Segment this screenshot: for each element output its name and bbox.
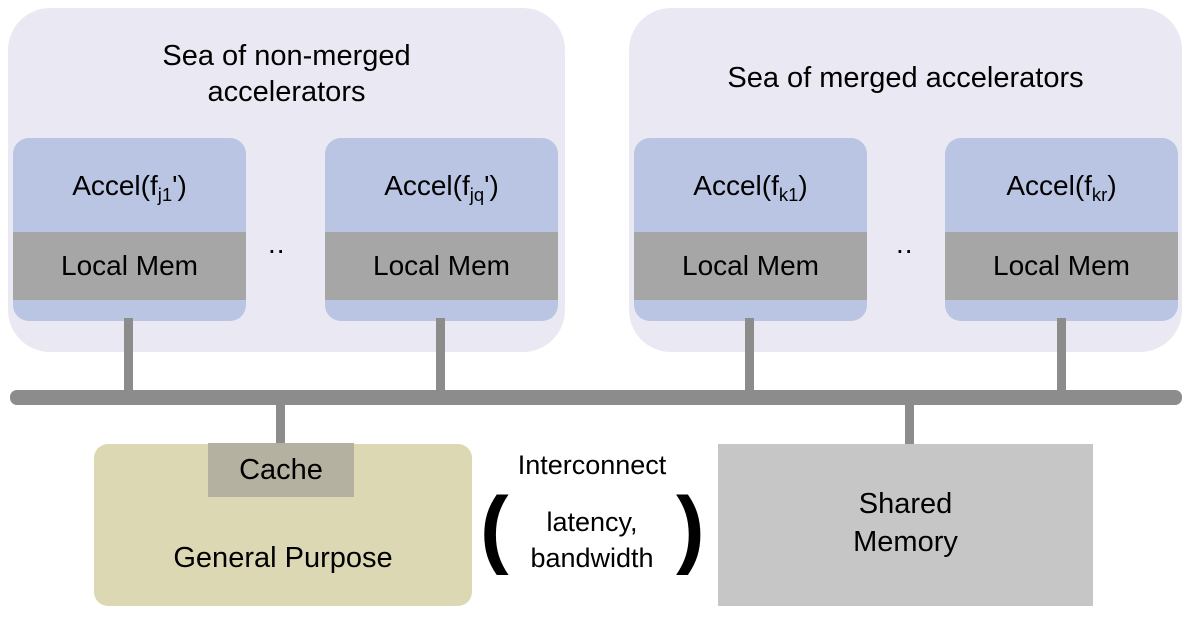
gpp-line1: General Purpose [173, 542, 393, 575]
accel-card-k1[interactable]: Accel(fk1) Local Mem [634, 138, 867, 321]
local-mem-label: Local Mem [373, 250, 510, 281]
accel-card-k1-label: Accel(fk1) [634, 170, 867, 204]
connector-accel-jq-to-bus [436, 318, 445, 396]
connector-accel-kr-to-bus [1057, 318, 1066, 396]
accel-label-suffix: ) [1107, 170, 1117, 201]
local-mem-band-kr: Local Mem [945, 232, 1178, 300]
interconnect-close-paren: ) [676, 480, 705, 576]
accel-card-kr[interactable]: Accel(fkr) Local Mem [945, 138, 1178, 321]
accel-label-prefix: Accel(f [72, 170, 158, 201]
interconnect-heading: Interconnect [517, 450, 667, 480]
accel-label-suffix: ') [484, 170, 499, 201]
accel-label-prefix: Accel(f [693, 170, 779, 201]
accel-card-j1-label: Accel(fj1') [13, 170, 246, 204]
cache-label: Cache [239, 453, 323, 486]
connector-bus-to-cache [276, 403, 285, 455]
sea-panel-non-merged-title: Sea of non-merged accelerators [162, 40, 411, 109]
local-mem-band-j1: Local Mem [13, 232, 246, 300]
accel-label-suffix: ') [172, 170, 187, 201]
accel-label-prefix: Accel(f [1006, 170, 1092, 201]
accel-label-subscript: j1 [157, 183, 173, 205]
accel-label-suffix: ) [798, 170, 808, 201]
sea-panel-merged-title: Sea of merged accelerators [727, 62, 1084, 94]
local-mem-band-k1: Local Mem [634, 232, 867, 300]
accel-label-prefix: Accel(f [384, 170, 470, 201]
shared-memory-box[interactable]: Shared Memory [718, 444, 1093, 606]
local-mem-label: Local Mem [682, 250, 819, 281]
general-purpose-processor-label: General Purpose Processor (fi1' .. fip') [94, 501, 472, 619]
accel-label-subscript: k1 [778, 183, 799, 205]
interconnect-body-text: latency, bandwidth [530, 507, 654, 573]
connector-accel-k1-to-bus [745, 318, 754, 396]
accel-separator-dots-right: .. [896, 228, 914, 259]
general-purpose-processor-box[interactable]: General Purpose Processor (fi1' .. fip') [94, 444, 472, 619]
accel-card-j1[interactable]: Accel(fj1') Local Mem [13, 138, 246, 321]
shared-memory-label: Shared Memory [853, 488, 958, 558]
local-mem-label: Local Mem [61, 250, 198, 281]
interconnect-open-paren: ( [480, 480, 509, 576]
accel-label-subscript: jq [469, 183, 485, 205]
local-mem-band-jq: Local Mem [325, 232, 558, 300]
connector-accel-j1-to-bus [124, 318, 133, 396]
accel-card-jq-label: Accel(fjq') [325, 170, 558, 204]
cache-box[interactable]: Cache [208, 443, 354, 497]
connector-bus-to-shared-memory [905, 403, 914, 446]
local-mem-label: Local Mem [993, 250, 1130, 281]
accel-separator-dots-left: .. [268, 228, 286, 259]
accel-card-kr-label: Accel(fkr) [945, 170, 1178, 204]
accel-card-jq[interactable]: Accel(fjq') Local Mem [325, 138, 558, 321]
accel-label-subscript: kr [1091, 183, 1108, 205]
interconnect-bus [10, 390, 1182, 405]
